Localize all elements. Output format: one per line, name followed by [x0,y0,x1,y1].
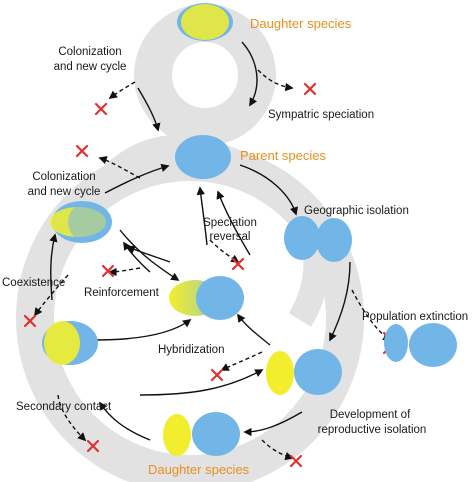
cross-icon [303,82,317,96]
cross-icon [23,314,37,328]
coexistence-blob [42,321,98,365]
solid-arrows [49,41,351,441]
colonization-left-label-2: and new cycle [28,186,101,198]
species-blobs [42,3,457,456]
reinforcement-label: Reinforcement [84,287,160,299]
cross-icon [101,264,115,278]
cross-icon [231,257,245,271]
sympatric-label: Sympatric speciation [268,109,374,121]
reversal-label-1: Speciation [203,217,257,229]
geographic-label: Geographic isolation [304,205,409,217]
developing-isolation-blob [266,349,342,395]
cross-icon [210,368,224,382]
cross-icon [94,102,108,116]
daughter-top-blob [177,3,233,41]
hybridization-label: Hybridization [158,344,224,356]
reversal-label-2: reversal [210,231,251,243]
colonization-top-label-2: and new cycle [54,61,127,73]
coexistence-label: Coexistence [2,277,65,289]
secondary-contact-label: Secondary contact [16,401,112,413]
colonization-left-blob [50,201,112,243]
population-extinction-label: Population extinction [362,311,468,323]
parent-blob [175,135,231,179]
daughter-bottom-blob [163,412,240,456]
daughter-bottom-label: Daughter species [148,462,250,477]
hybridization-blob [169,276,244,320]
population-extinction-blob [384,323,457,367]
development-label-2: reproductive isolation [318,424,427,436]
geographic-isolation-blob [284,216,352,262]
cross-icon [75,144,89,158]
colonization-left-label-1: Colonization [32,171,95,183]
development-label-1: Development of [330,409,411,421]
cross-icon [289,454,303,468]
parent-label: Parent species [240,148,326,163]
colonization-top-label-1: Colonization [58,46,121,58]
labels: Daughter species Colonization and new cy… [2,16,468,477]
daughter-top-label: Daughter species [250,16,352,31]
cross-icon [86,439,100,453]
